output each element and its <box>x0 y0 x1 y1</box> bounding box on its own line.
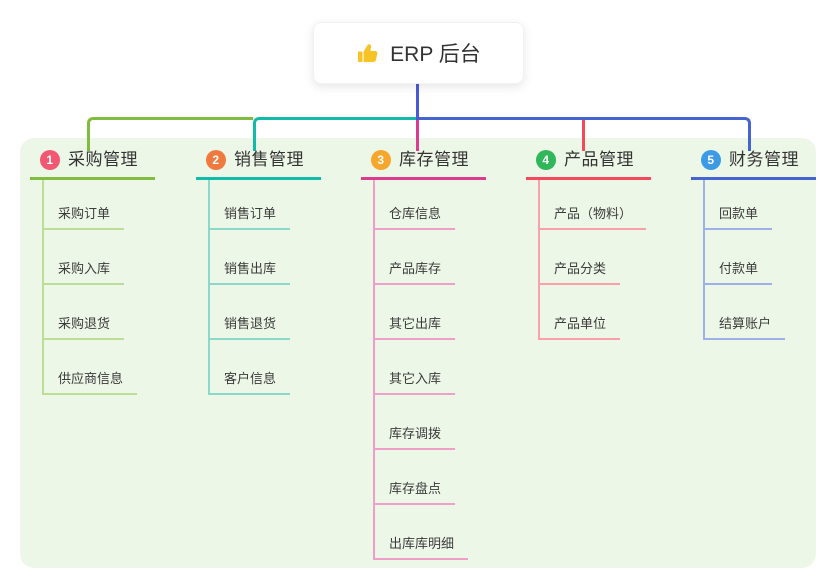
branch-4: 4 产品管理产品（物料） 产品分类产品单位 <box>526 148 651 340</box>
branches-panel <box>20 138 816 568</box>
connector-branch-4 <box>582 120 585 151</box>
child-row: 产品（物料） <box>526 180 647 230</box>
branch-number-badge: 4 <box>536 150 556 170</box>
branch-label: 财务管理 <box>729 150 799 169</box>
branch-2: 2 销售管理销售订单销售出库销售退货客户信息 <box>196 148 321 395</box>
child-row: 采购入库 <box>30 230 146 285</box>
child-row: 回款单 <box>691 180 807 230</box>
child-row: 产品单位 <box>526 285 642 340</box>
connector-branch-1 <box>87 117 253 151</box>
branch-2-heading[interactable]: 2 销售管理 <box>196 148 321 180</box>
child-row: 其它出库 <box>361 285 477 340</box>
branch-5-heading[interactable]: 5 财务管理 <box>691 148 816 180</box>
branch-label: 库存管理 <box>399 150 469 169</box>
root-stem-overlap <box>416 100 419 120</box>
branch-spine-line <box>208 180 210 395</box>
child-row: 库存盘点 <box>361 450 477 505</box>
child-node[interactable]: 付款单 <box>703 261 773 285</box>
child-row: 客户信息 <box>196 340 312 395</box>
branch-spine-line <box>538 180 540 340</box>
child-row: 库存调拨 <box>361 395 477 450</box>
branch-spine-line <box>703 180 705 340</box>
branch-label: 产品管理 <box>564 150 634 169</box>
child-node[interactable]: 其它入库 <box>373 371 456 395</box>
connector-branch-2 <box>253 117 418 151</box>
child-node[interactable]: 产品分类 <box>538 261 621 285</box>
thumbs-up-icon <box>356 41 380 65</box>
child-node[interactable]: 销售订单 <box>208 206 291 230</box>
child-node[interactable]: 销售出库 <box>208 261 291 285</box>
branch-label: 采购管理 <box>68 150 138 169</box>
root-node[interactable]: ERP 后台 <box>313 22 524 84</box>
child-row: 出库库明细 <box>361 505 477 560</box>
branch-number-badge: 1 <box>40 150 60 170</box>
child-row: 供应商信息 <box>30 340 146 395</box>
branch-number-badge: 5 <box>701 150 721 170</box>
child-row: 付款单 <box>691 230 807 285</box>
branch-1-heading[interactable]: 1 采购管理 <box>30 148 155 180</box>
child-row: 其它入库 <box>361 340 477 395</box>
child-row: 产品分类 <box>526 230 642 285</box>
child-node[interactable]: 供应商信息 <box>42 371 138 395</box>
child-node[interactable]: 产品库存 <box>373 261 456 285</box>
child-node[interactable]: 结算账户 <box>703 316 786 340</box>
child-node[interactable]: 库存调拨 <box>373 426 456 450</box>
child-node[interactable]: 其它出库 <box>373 316 456 340</box>
child-node[interactable]: 库存盘点 <box>373 481 456 505</box>
branch-4-heading[interactable]: 4 产品管理 <box>526 148 651 180</box>
child-row: 结算账户 <box>691 285 807 340</box>
root-title: ERP 后台 <box>390 43 481 66</box>
branch-5: 5 财务管理回款单付款单结算账户 <box>691 148 816 340</box>
child-node[interactable]: 客户信息 <box>208 371 291 395</box>
branch-3-children: 仓库信息产品库存其它出库其它入库库存调拨库存盘点出库库明细 <box>361 180 477 560</box>
connector-branch-5 <box>418 117 751 151</box>
branch-label: 销售管理 <box>234 150 304 169</box>
connector-branch-3 <box>416 120 419 151</box>
child-node[interactable]: 销售退货 <box>208 316 291 340</box>
branch-3: 3 库存管理仓库信息产品库存其它出库其它入库库存调拨库存盘点出库库明细 <box>361 148 486 560</box>
child-row: 仓库信息 <box>361 180 477 230</box>
child-row: 产品库存 <box>361 230 477 285</box>
child-row: 销售出库 <box>196 230 312 285</box>
child-node[interactable]: 采购退货 <box>42 316 125 340</box>
child-row: 销售退货 <box>196 285 312 340</box>
branch-number-badge: 2 <box>206 150 226 170</box>
child-node[interactable]: 产品（物料） <box>538 206 647 230</box>
branch-5-children: 回款单付款单结算账户 <box>691 180 807 340</box>
child-node[interactable]: 采购入库 <box>42 261 125 285</box>
child-node[interactable]: 仓库信息 <box>373 206 456 230</box>
branch-1-children: 采购订单采购入库采购退货供应商信息 <box>30 180 146 395</box>
child-row: 采购订单 <box>30 180 146 230</box>
child-node[interactable]: 采购订单 <box>42 206 125 230</box>
branch-4-children: 产品（物料） 产品分类产品单位 <box>526 180 647 340</box>
branch-1: 1 采购管理采购订单采购入库采购退货供应商信息 <box>30 148 155 395</box>
child-row: 采购退货 <box>30 285 146 340</box>
branch-number-badge: 3 <box>371 150 391 170</box>
child-node[interactable]: 回款单 <box>703 206 773 230</box>
child-row: 销售订单 <box>196 180 312 230</box>
child-node[interactable]: 产品单位 <box>538 316 621 340</box>
branch-spine-line <box>373 180 375 560</box>
branch-2-children: 销售订单销售出库销售退货客户信息 <box>196 180 312 395</box>
branch-spine-line <box>42 180 44 395</box>
child-node[interactable]: 出库库明细 <box>373 536 469 560</box>
branch-3-heading[interactable]: 3 库存管理 <box>361 148 486 180</box>
